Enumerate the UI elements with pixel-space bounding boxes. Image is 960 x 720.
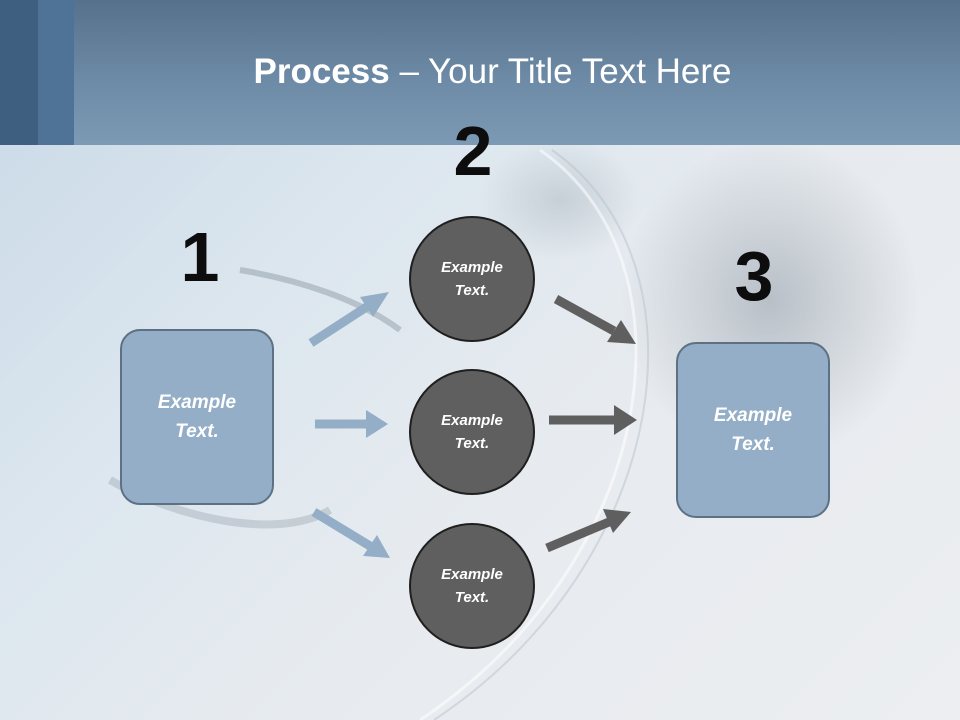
step-number-1: 1 — [180, 218, 220, 296]
title-bold: Process — [253, 52, 390, 91]
circle-bottom-line2: Text. — [454, 589, 490, 606]
end-box[interactable]: Example Text. — [676, 342, 830, 518]
arrow-box1-to-circle-top — [308, 292, 389, 347]
arrow-circle-top-to-box3 — [553, 295, 636, 344]
title-rest: – Your Title Text Here — [389, 52, 732, 91]
title-banner: Process – Your Title Text Here — [0, 0, 960, 145]
start-box[interactable]: Example Text. — [120, 329, 274, 505]
circle-middle[interactable]: Example Text. — [409, 369, 535, 495]
step-number-3: 3 — [734, 237, 774, 315]
start-box-line2: Text. — [175, 421, 219, 442]
arrow-box1-to-circle-middle — [315, 410, 388, 438]
banner-stripe-dark — [0, 0, 38, 145]
step-number-2: 2 — [453, 112, 493, 190]
circle-bottom-line1: Example — [441, 566, 503, 583]
end-box-line2: Text. — [731, 434, 775, 455]
circle-top-line2: Text. — [454, 282, 490, 299]
arrow-circle-middle-to-box3 — [549, 405, 637, 435]
start-box-line1: Example — [157, 392, 237, 413]
end-box-line1: Example — [713, 405, 793, 426]
circle-bottom[interactable]: Example Text. — [409, 523, 535, 649]
circle-middle-line2: Text. — [454, 435, 490, 452]
arrow-box1-to-circle-bottom — [311, 508, 390, 558]
arrow-circle-bottom-to-box3 — [545, 509, 631, 553]
page-title[interactable]: Process – Your Title Text Here — [0, 52, 960, 92]
circle-top[interactable]: Example Text. — [409, 216, 535, 342]
circle-top-line1: Example — [441, 259, 503, 276]
banner-stripe-light — [38, 0, 74, 145]
circle-middle-line1: Example — [441, 412, 503, 429]
